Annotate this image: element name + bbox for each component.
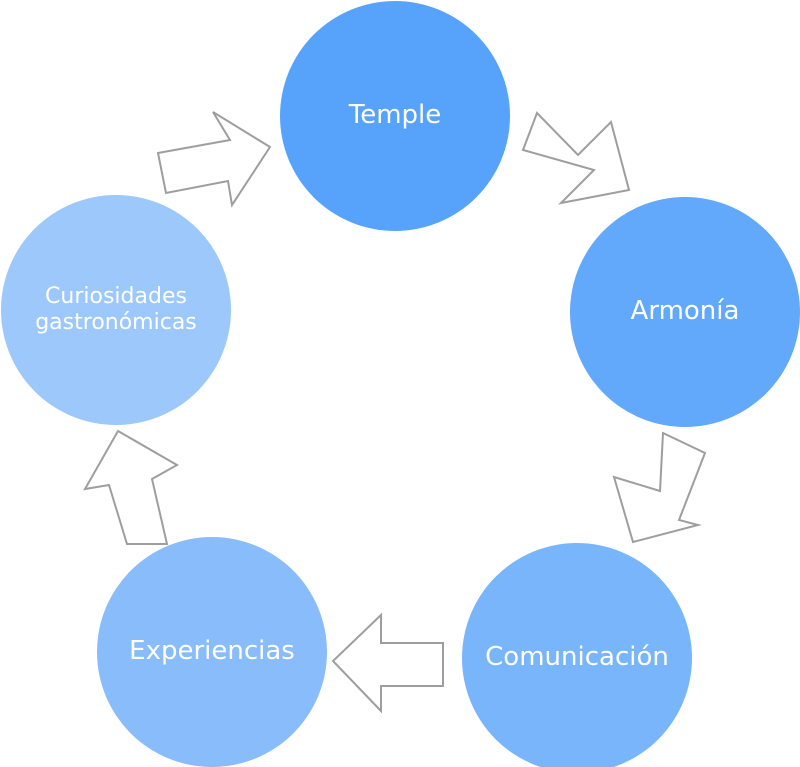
node-experiencias-label: Experiencias <box>129 636 295 667</box>
arrow-experiencias-to-curiosidades <box>83 429 180 545</box>
node-comunicacion-label: Comunicación <box>485 642 669 673</box>
arrow-curiosidades-to-temple <box>156 111 272 208</box>
node-armonia: Armonía <box>570 197 800 427</box>
node-comunicacion: Comunicación <box>462 543 692 767</box>
node-armonia-label: Armonía <box>630 296 740 327</box>
arrow-comunicacion-to-experiencias <box>331 612 444 714</box>
node-curiosidades-label: Curiosidades gastronómicas <box>35 283 197 335</box>
node-temple-label: Temple <box>348 100 442 131</box>
node-experiencias: Experiencias <box>97 537 327 767</box>
arrow-temple-to-armonia <box>521 111 631 205</box>
arrow-armonia-to-comunicacion <box>612 431 707 544</box>
node-temple: Temple <box>280 1 510 231</box>
node-curiosidades-gastronomicas: Curiosidades gastronómicas <box>1 195 231 425</box>
